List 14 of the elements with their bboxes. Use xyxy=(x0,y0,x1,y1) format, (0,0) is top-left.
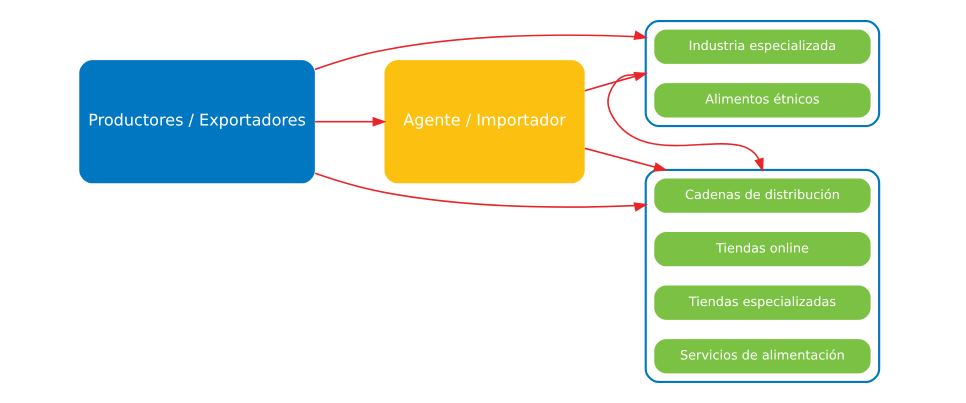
cluster xyxy=(644,168,880,383)
node-box: Alimentos étnicos xyxy=(654,83,870,118)
arrow xyxy=(584,148,668,172)
node-box: Productores / Exportadores xyxy=(78,60,314,184)
node-box: Industria especializada xyxy=(654,30,870,64)
arrow xyxy=(314,30,648,70)
arrow xyxy=(314,172,648,212)
node-box: Servicios de alimentación xyxy=(654,339,870,374)
arrow xyxy=(314,116,386,127)
node-box: Cadenas de distribución xyxy=(654,178,870,213)
node-box: Agente / Importador xyxy=(384,60,584,184)
cluster xyxy=(644,20,880,128)
node-box: Tiendas online xyxy=(654,232,870,266)
node-box: Tiendas especializadas xyxy=(654,286,870,320)
